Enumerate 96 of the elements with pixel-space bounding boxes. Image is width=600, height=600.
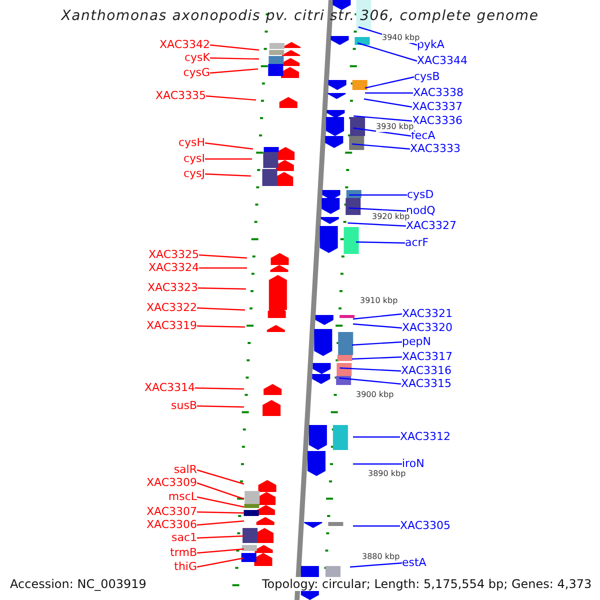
leader-line: [352, 323, 402, 329]
gene-label: XAC3337: [412, 100, 463, 113]
leader-line: [364, 98, 412, 108]
leader-line: [199, 267, 247, 269]
leader-line: [353, 463, 402, 465]
leader-line: [196, 520, 244, 526]
gene-label: XAC3333: [410, 142, 461, 155]
gene-label: pepN: [402, 335, 431, 348]
leader-line: [352, 143, 410, 150]
gene-label: susB: [171, 399, 197, 412]
leader-line: [352, 313, 402, 320]
leader-line: [196, 511, 244, 514]
gene-label: XAC3314: [144, 381, 195, 394]
leader-line: [196, 307, 246, 311]
gene-label: XAC3312: [400, 430, 451, 443]
gene-label: cysJ: [183, 167, 205, 180]
gene-label: XAC3316: [401, 364, 452, 377]
scale-label: 3890 kbp: [368, 469, 406, 479]
gene-label: fecA: [411, 129, 436, 142]
gene-label: cysI: [183, 152, 205, 165]
gene-label: XAC3338: [413, 86, 464, 99]
leader-line: [364, 76, 414, 89]
gene-label: XAC3342: [159, 38, 210, 51]
gene-label: salR: [174, 463, 197, 476]
leader-line: [353, 525, 400, 527]
gene-label: XAC3306: [146, 518, 197, 531]
gene-label: cysD: [407, 188, 434, 201]
leader-line: [204, 173, 252, 177]
gene-label: pykA: [417, 38, 444, 51]
scale-label: 3940 kbp: [382, 33, 420, 43]
leader-line: [210, 44, 260, 51]
leader-line: [353, 436, 400, 438]
leader-line: [196, 325, 246, 328]
scale-label: 3920 kbp: [372, 212, 410, 222]
info-text: Accession: NC_003919: [10, 577, 146, 591]
gene-label: XAC3322: [146, 301, 197, 314]
gene-label: iroN: [402, 457, 424, 470]
leader-line: [196, 405, 244, 408]
leader-line: [198, 254, 248, 259]
gene-label: XAC3320: [402, 321, 453, 334]
leader-line: [210, 68, 258, 74]
scale-label: 3910 kbp: [360, 296, 398, 306]
gene-label: thiG: [174, 560, 197, 573]
gene-label: XAC3309: [146, 476, 197, 489]
gene-label: XAC3324: [148, 261, 199, 274]
leader-line: [365, 92, 413, 94]
leader-line: [205, 158, 252, 160]
gene-label: estA: [402, 556, 426, 569]
gene-label: XAC3336: [412, 114, 463, 127]
map-title: Xanthomonas axonopodis pv. citri str. 306, complete genome: [60, 8, 540, 24]
gene-label: XAC3325: [148, 248, 199, 261]
leader-line: [357, 42, 418, 62]
gene-label: XAC3327: [406, 219, 457, 232]
leader-line: [352, 127, 412, 137]
leader-line: [354, 115, 412, 122]
leader-line: [348, 207, 406, 212]
leader-line: [349, 194, 407, 196]
leader-line: [350, 562, 402, 568]
leader-line: [339, 377, 402, 385]
gene-label: sac1: [171, 531, 197, 544]
gene-label: acrF: [405, 236, 429, 249]
gene-label: trmB: [170, 546, 197, 559]
leader-line: [196, 535, 244, 539]
info-text: Topology: circular; Length: 5,175,554 bp; Genes: 4,373: [262, 577, 592, 591]
gene-label: XAC3344: [417, 54, 468, 67]
gene-label: XAC3317: [402, 350, 453, 363]
gene-label: XAC3315: [401, 377, 452, 390]
gene-label: cysG: [183, 66, 210, 79]
scale-label: 3930 kbp: [376, 122, 414, 132]
leader-line: [206, 95, 256, 101]
leader-line: [196, 496, 244, 508]
gene-label: cysB: [414, 70, 440, 83]
scale-label: 3880 kbp: [362, 552, 400, 562]
leader-line: [210, 57, 260, 60]
leader-line: [198, 287, 246, 290]
gene-label: cysH: [178, 136, 205, 149]
gene-label: XAC3319: [146, 319, 197, 332]
leader-line: [340, 367, 402, 372]
scale-label: 3900 kbp: [356, 390, 394, 400]
leader-line: [196, 557, 244, 568]
leader-line: [196, 548, 244, 554]
gene-label: XAC3323: [147, 281, 198, 294]
leader-line: [348, 222, 406, 227]
leader-line: [196, 482, 244, 500]
leader-line: [196, 469, 244, 485]
gene-label: cysK: [184, 51, 210, 64]
leader-line: [352, 356, 402, 360]
gene-label: XAC3305: [400, 519, 451, 532]
gene-label: mscL: [168, 490, 197, 503]
gene-label: XAC3307: [146, 505, 197, 518]
leader-line: [204, 142, 254, 150]
gene-label: XAC3335: [155, 89, 206, 102]
leader-line: [356, 241, 406, 244]
gene-label: XAC3321: [402, 307, 453, 320]
leader-line: [352, 341, 402, 346]
leader-line: [194, 387, 244, 390]
